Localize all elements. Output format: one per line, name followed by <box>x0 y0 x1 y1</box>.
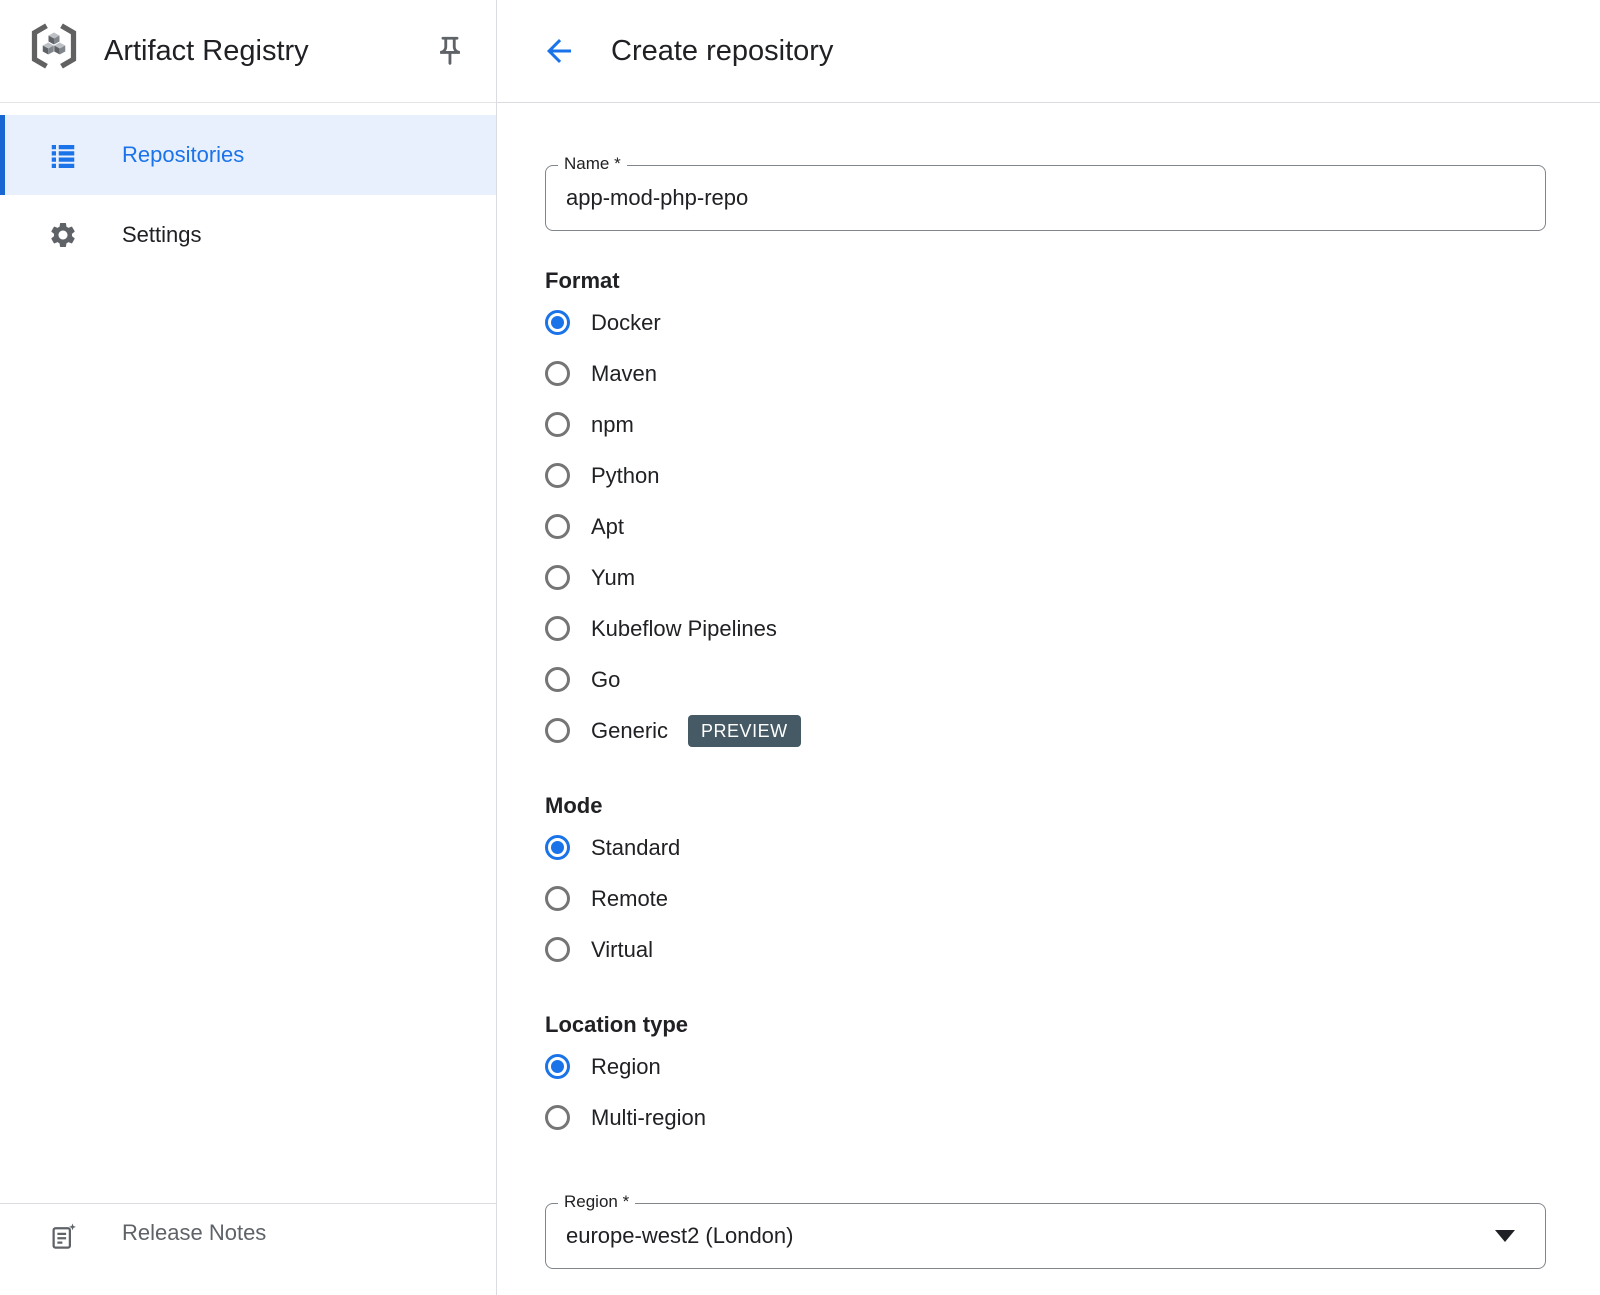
mode-radio-group: Standard Remote Virtual <box>545 822 1600 975</box>
artifact-registry-logo-icon <box>31 23 77 69</box>
mode-option-standard[interactable]: Standard <box>545 822 1600 873</box>
pin-button[interactable] <box>428 29 472 73</box>
radio-icon[interactable] <box>545 616 570 641</box>
format-option-docker[interactable]: Docker <box>545 297 1600 348</box>
sidebar-header: Artifact Registry <box>0 0 496 103</box>
format-option-npm[interactable]: npm <box>545 399 1600 450</box>
mode-option-virtual[interactable]: Virtual <box>545 924 1600 975</box>
mode-option-remote[interactable]: Remote <box>545 873 1600 924</box>
main-panel: Create repository Name * Format Docker M… <box>497 0 1600 1295</box>
back-button[interactable] <box>537 29 581 73</box>
app-title: Artifact Registry <box>104 34 309 67</box>
sidebar-item-label: Repositories <box>122 142 245 167</box>
format-option-kubeflow-pipelines[interactable]: Kubeflow Pipelines <box>545 603 1600 654</box>
preview-badge: PREVIEW <box>688 714 801 747</box>
radio-checked-icon[interactable] <box>545 310 570 335</box>
page-header: Create repository <box>497 0 1600 103</box>
name-input[interactable] <box>566 185 1525 211</box>
format-option-generic[interactable]: Generic PREVIEW <box>545 705 1600 756</box>
format-option-apt[interactable]: Apt <box>545 501 1600 552</box>
sidebar: Artifact Registry Repositories <box>0 0 497 1295</box>
create-repository-form: Name * Format Docker Maven npm <box>497 103 1600 1269</box>
page-title: Create repository <box>611 34 834 67</box>
region-select-value: europe-west2 (London) <box>566 1223 794 1248</box>
format-option-yum[interactable]: Yum <box>545 552 1600 603</box>
radio-icon[interactable] <box>545 718 570 743</box>
region-select[interactable]: Region * europe-west2 (London) <box>545 1192 1546 1269</box>
selected-indicator <box>0 115 5 195</box>
sidebar-item-label: Settings <box>122 222 202 247</box>
location-option-multi-region[interactable]: Multi-region <box>545 1092 1600 1143</box>
location-type-radio-group: Region Multi-region <box>545 1041 1600 1143</box>
sidebar-item-settings[interactable]: Settings <box>0 195 496 275</box>
radio-icon[interactable] <box>545 565 570 590</box>
location-option-region[interactable]: Region <box>545 1041 1600 1092</box>
format-heading: Format <box>545 268 620 293</box>
format-option-maven[interactable]: Maven <box>545 348 1600 399</box>
format-radio-group: Docker Maven npm Python Apt <box>545 297 1600 756</box>
radio-icon[interactable] <box>545 514 570 539</box>
sidebar-spacer <box>0 275 496 1203</box>
region-select-label: Region * <box>558 1192 636 1212</box>
radio-checked-icon[interactable] <box>545 1054 570 1079</box>
name-field-label: Name * <box>558 154 627 174</box>
format-option-python[interactable]: Python <box>545 450 1600 501</box>
mode-heading: Mode <box>545 793 603 818</box>
name-field[interactable]: Name * <box>545 154 1546 231</box>
release-notes-item[interactable]: Release Notes <box>0 1203 496 1295</box>
radio-icon[interactable] <box>545 886 570 911</box>
radio-icon[interactable] <box>545 1105 570 1130</box>
radio-icon[interactable] <box>545 667 570 692</box>
radio-icon[interactable] <box>545 412 570 437</box>
radio-icon[interactable] <box>545 361 570 386</box>
sidebar-nav: Repositories Settings <box>0 103 496 275</box>
format-option-go[interactable]: Go <box>545 654 1600 705</box>
sidebar-item-repositories[interactable]: Repositories <box>0 115 496 195</box>
location-type-heading: Location type <box>545 1012 689 1037</box>
release-notes-icon <box>52 1223 76 1249</box>
gear-icon <box>51 223 75 247</box>
release-notes-label: Release Notes <box>122 1220 267 1245</box>
radio-icon[interactable] <box>545 463 570 488</box>
dropdown-caret-icon <box>1495 1230 1515 1242</box>
radio-checked-icon[interactable] <box>545 835 570 860</box>
back-arrow-icon <box>547 39 571 63</box>
list-icon <box>51 145 75 168</box>
pin-icon <box>440 36 460 66</box>
radio-icon[interactable] <box>545 937 570 962</box>
